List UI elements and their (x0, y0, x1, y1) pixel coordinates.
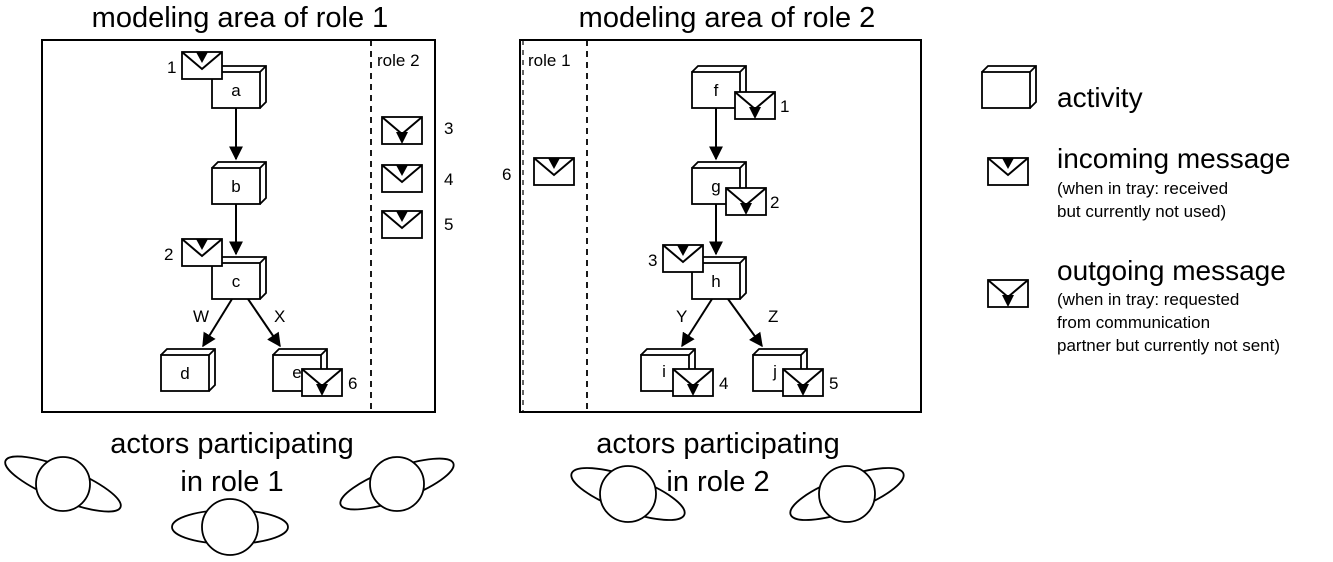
outgoing-message-icon (782, 368, 824, 397)
actor-icon (171, 498, 289, 556)
modeling-area-role1 (41, 39, 436, 413)
svg-text:i: i (662, 362, 666, 381)
actors-role2-label: in role 2 (666, 466, 769, 498)
message-number: 4 (444, 170, 453, 189)
message-number: 3 (648, 251, 657, 270)
outgoing-message-icon (734, 91, 776, 120)
actors-role1-label: in role 1 (180, 466, 283, 498)
legend-outgoing-label: outgoing message (1057, 255, 1286, 286)
message-number: 6 (502, 165, 511, 184)
activity-d: d (160, 348, 216, 392)
edge-label-x: X (274, 307, 285, 326)
message-number: 1 (780, 97, 789, 116)
edge-label-z: Z (768, 307, 778, 326)
tray-label-role1: role 1 (528, 51, 571, 70)
svg-text:b: b (231, 177, 240, 196)
actors-role2-label: actors participating (596, 428, 839, 460)
svg-text:c: c (232, 272, 241, 291)
activity-b: b (211, 161, 267, 205)
svg-text:d: d (180, 364, 189, 383)
actor-icon (570, 465, 686, 523)
legend-incoming-label: incoming message (1057, 143, 1290, 174)
incoming-message-icon (181, 238, 223, 267)
message-number: 2 (770, 193, 779, 212)
svg-text:g: g (711, 177, 720, 196)
actor-icon (4, 455, 122, 513)
edge-label-w: W (193, 307, 209, 326)
svg-text:f: f (714, 81, 719, 100)
modeling-area-role2 (519, 39, 922, 413)
svg-text:e: e (292, 363, 301, 382)
svg-text:j: j (772, 362, 777, 381)
legend-activity-label: activity (1057, 82, 1143, 113)
svg-text:a: a (231, 81, 241, 100)
edge-c-e (247, 298, 281, 348)
message-number: 5 (444, 215, 453, 234)
legend-incoming-note: (when in tray: received (1057, 179, 1228, 198)
incoming-message-icon (381, 164, 423, 193)
outgoing-message-icon (381, 116, 423, 145)
message-number: 2 (164, 245, 173, 264)
message-number: 4 (719, 374, 728, 393)
message-number: 1 (167, 58, 176, 77)
message-number: 6 (348, 374, 357, 393)
actor-icon (339, 456, 455, 512)
title-area-role2: modeling area of role 2 (579, 2, 876, 34)
outgoing-message-icon (725, 187, 767, 216)
incoming-message-icon (181, 51, 223, 80)
activity-c: c (211, 256, 267, 300)
incoming-message-icon (662, 244, 704, 273)
incoming-message-icon (381, 210, 423, 239)
edge-h-j (727, 298, 763, 348)
outgoing-message-icon (301, 368, 343, 397)
incoming-message-icon (533, 157, 575, 186)
message-number: 5 (829, 374, 838, 393)
legend-outgoing-note: from communication (1057, 313, 1210, 332)
legend-outgoing-note: (when in tray: requested (1057, 290, 1239, 309)
tray-label-role2: role 2 (377, 51, 420, 70)
actor-icon (789, 465, 905, 523)
edge-label-y: Y (676, 307, 687, 326)
legend-activity-icon (981, 65, 1037, 109)
legend-outgoing-icon (987, 279, 1029, 308)
edge-h-i (681, 298, 713, 348)
legend-incoming-icon (987, 157, 1029, 186)
outgoing-message-icon (672, 368, 714, 397)
legend-incoming-note: but currently not used) (1057, 202, 1226, 221)
edge-c-d (202, 298, 233, 348)
actors-role1-label: actors participating (110, 428, 353, 460)
svg-text:h: h (711, 272, 720, 291)
title-area-role1: modeling area of role 1 (92, 2, 389, 34)
legend-outgoing-note: partner but currently not sent) (1057, 336, 1280, 355)
message-number: 3 (444, 119, 453, 138)
activity-h: h (691, 256, 747, 300)
